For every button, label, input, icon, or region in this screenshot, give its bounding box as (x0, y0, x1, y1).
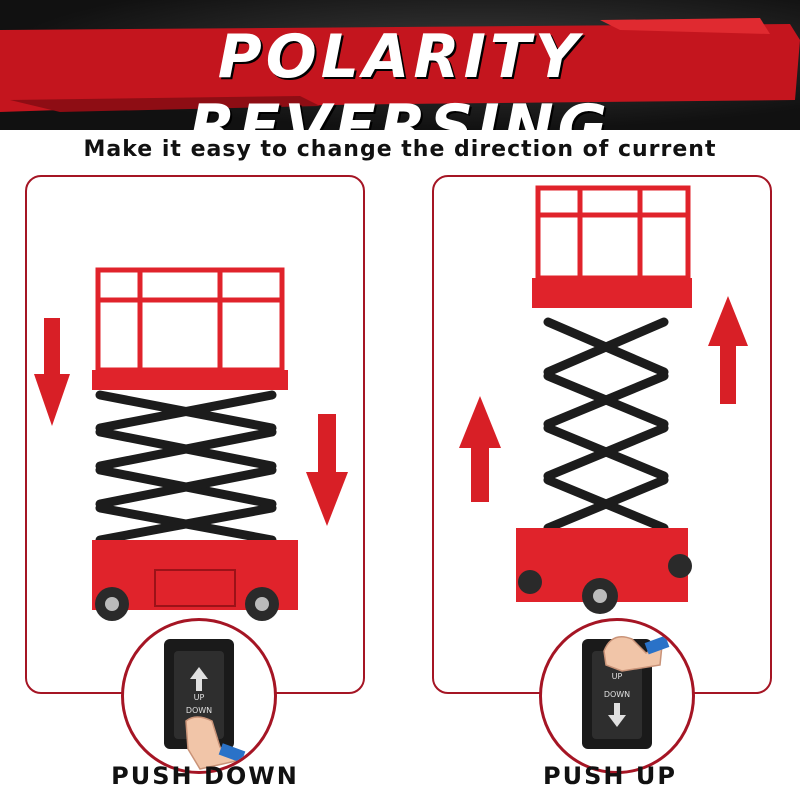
switch-down-label: DOWN (186, 706, 212, 715)
platform-deck (532, 278, 692, 308)
up-arrow-icon (459, 396, 501, 502)
switch-up-label: UP (194, 693, 205, 702)
down-arrow-icon (608, 715, 626, 727)
rocker-switch-up-inset: UP DOWN (539, 618, 695, 774)
push-up-label: PUSH UP (543, 762, 677, 790)
red-brush-stroke (0, 18, 800, 112)
control-panel (154, 569, 236, 607)
wheel (668, 554, 692, 578)
pressing-finger-icon (185, 716, 246, 770)
subtitle: Make it easy to change the direction of … (83, 137, 717, 162)
page-title: POLARITY REVERSING (189, 22, 611, 130)
scissor-arms (95, 390, 277, 545)
rocker-switch-down-inset: UP DOWN (121, 618, 277, 774)
wheel (518, 570, 542, 594)
scissor-arms (543, 317, 669, 533)
pressing-finger-icon (603, 635, 670, 672)
up-arrow-icon (190, 667, 208, 679)
switch-down-label: DOWN (604, 690, 630, 699)
platform-guard-rail (535, 185, 691, 281)
header-banner: POLARITY REVERSING (0, 0, 800, 130)
platform-deck (92, 370, 288, 390)
down-arrow-icon (306, 414, 348, 526)
switch-up-label: UP (612, 672, 623, 681)
push-down-label: PUSH DOWN (111, 762, 299, 790)
up-arrow-icon (708, 296, 748, 404)
down-arrow-icon (34, 318, 70, 426)
